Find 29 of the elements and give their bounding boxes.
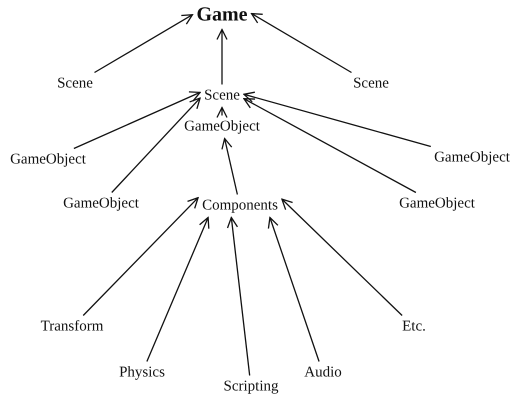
node-label: Components <box>200 196 280 216</box>
arrow <box>243 92 431 148</box>
node-label: Scene <box>202 86 242 106</box>
arrow <box>221 138 238 195</box>
node-label: GameObject <box>432 148 512 168</box>
arrow <box>268 216 320 362</box>
arrow <box>250 12 352 74</box>
node-label: Audio <box>302 364 344 382</box>
arrow <box>146 216 210 362</box>
arrow <box>216 28 228 84</box>
node-label: GameObject <box>182 118 262 136</box>
arrow <box>94 14 194 74</box>
arrow <box>82 197 199 316</box>
node-label: Scripting <box>222 378 280 396</box>
arrow <box>243 98 416 194</box>
node-label: Transform <box>38 318 106 336</box>
node-label: Scene <box>55 74 95 94</box>
node-label: GameObject <box>61 194 141 214</box>
arrow <box>216 106 228 118</box>
arrow <box>281 198 403 316</box>
node-label: Physics <box>117 364 167 382</box>
arrow <box>74 91 201 150</box>
node-label: Game <box>194 2 250 28</box>
arrow <box>111 97 201 193</box>
node-label: Etc. <box>400 318 428 336</box>
arrow <box>226 216 250 376</box>
node-label: GameObject <box>8 150 88 170</box>
node-label: Scene <box>351 74 391 94</box>
node-label: GameObject <box>397 194 477 214</box>
